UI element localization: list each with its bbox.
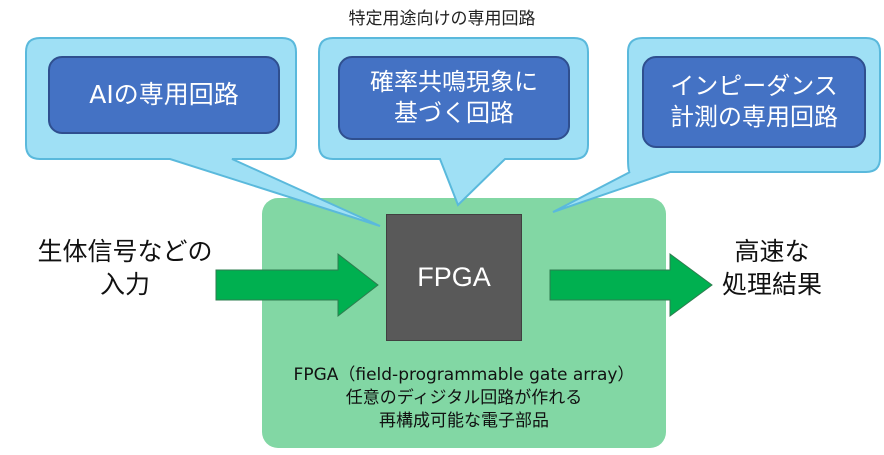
fpga-description: FPGA（field-programmable gate array） 任意のデ… xyxy=(262,364,666,433)
callout-stochastic-resonance-circuit: 確率共鳴現象に 基づく回路 xyxy=(338,56,570,140)
fpga-description-line: FPGA（field-programmable gate array） xyxy=(293,365,635,385)
input-label: 生体信号などの 入力 xyxy=(37,237,213,299)
fpga-description-line: 再構成可能な電子部品 xyxy=(379,410,549,431)
fpga-description-line: 任意のディジタル回路が作れる xyxy=(345,387,583,408)
fpga-chip: FPGA xyxy=(386,214,522,341)
output-label: 高速な 処理結果 xyxy=(721,237,822,299)
output-arrow xyxy=(549,253,713,317)
callout-impedance-circuit: インピーダンス 計測の専用回路 xyxy=(642,56,866,148)
callout-ai-circuit: AIの専用回路 xyxy=(48,56,280,134)
input-arrow xyxy=(215,252,379,318)
page-title: 特定用途向けの専用回路 xyxy=(348,9,536,29)
